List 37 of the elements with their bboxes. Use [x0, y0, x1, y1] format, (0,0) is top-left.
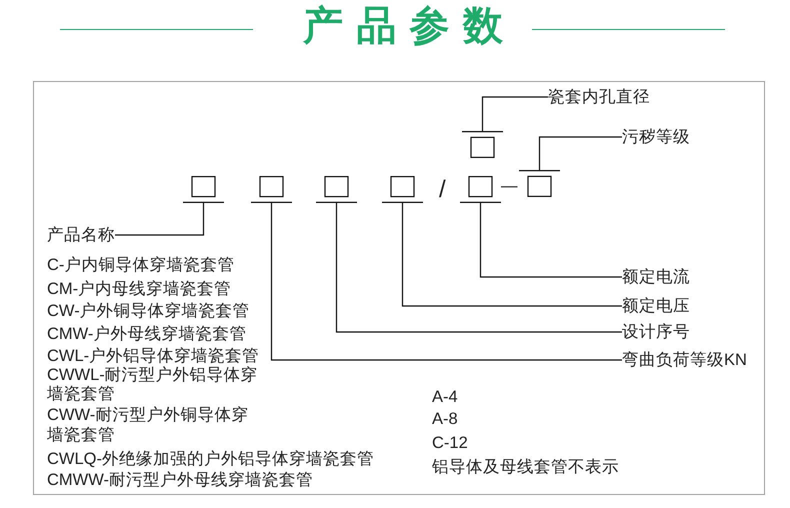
grade-code-text: A-4: [432, 388, 458, 406]
type-code-text: CWW-耐污型户外铜导体穿墙瓷套管: [47, 404, 250, 446]
type-code-text: CMWW-耐污型户外母线穿墙瓷套管: [47, 471, 314, 489]
code-slot: [382, 176, 423, 203]
leader-line: [402, 203, 622, 307]
leader-line: [480, 203, 622, 278]
type-code-text: CMW-户外母线穿墙瓷套管: [47, 325, 246, 343]
code-slot: [251, 176, 292, 203]
slash-separator: /: [439, 176, 446, 203]
leader-line: [336, 203, 622, 333]
page-title: 产品参数: [303, 3, 503, 49]
field-label: 额定电流: [622, 268, 690, 286]
type-code-text: CM-户内母线穿墙瓷套管: [47, 280, 232, 298]
field-label: 污秽等级: [622, 128, 690, 146]
leader-line: [115, 203, 204, 236]
field-label: 弯曲负荷等级KN: [622, 351, 747, 369]
code-slot: [460, 176, 501, 203]
field-label: 设计序号: [622, 323, 690, 341]
code-slot: [519, 170, 560, 197]
code-slot: [183, 176, 224, 203]
leader-line: [538, 136, 622, 170]
type-code-text: CW-户外铜导体穿墙瓷套管: [47, 302, 250, 320]
type-code-text: CWL-户外铝导体穿墙瓷套管: [47, 347, 260, 365]
note-text: 铝导体及母线套管不表示: [432, 458, 619, 476]
type-code-text: CWLQ-外绝缘加强的户外铝导体穿墙瓷套管: [47, 450, 374, 468]
type-code-text: C-户内铜导体穿墙瓷套管: [47, 256, 234, 274]
grade-code-text: A-8: [432, 410, 458, 428]
leader-line: [270, 203, 622, 361]
dash-separator: —: [501, 177, 518, 195]
field-label: 瓷套内孔直径: [548, 88, 650, 106]
code-slot: [462, 131, 503, 158]
code-slot: [316, 176, 357, 203]
field-label: 产品名称: [47, 226, 115, 244]
leader-line: [482, 96, 548, 131]
field-label: 额定电压: [622, 297, 690, 315]
grade-code-text: C-12: [432, 434, 468, 452]
type-code-text: CWWL-耐污型户外铝导体穿墙瓷套管: [47, 366, 259, 404]
